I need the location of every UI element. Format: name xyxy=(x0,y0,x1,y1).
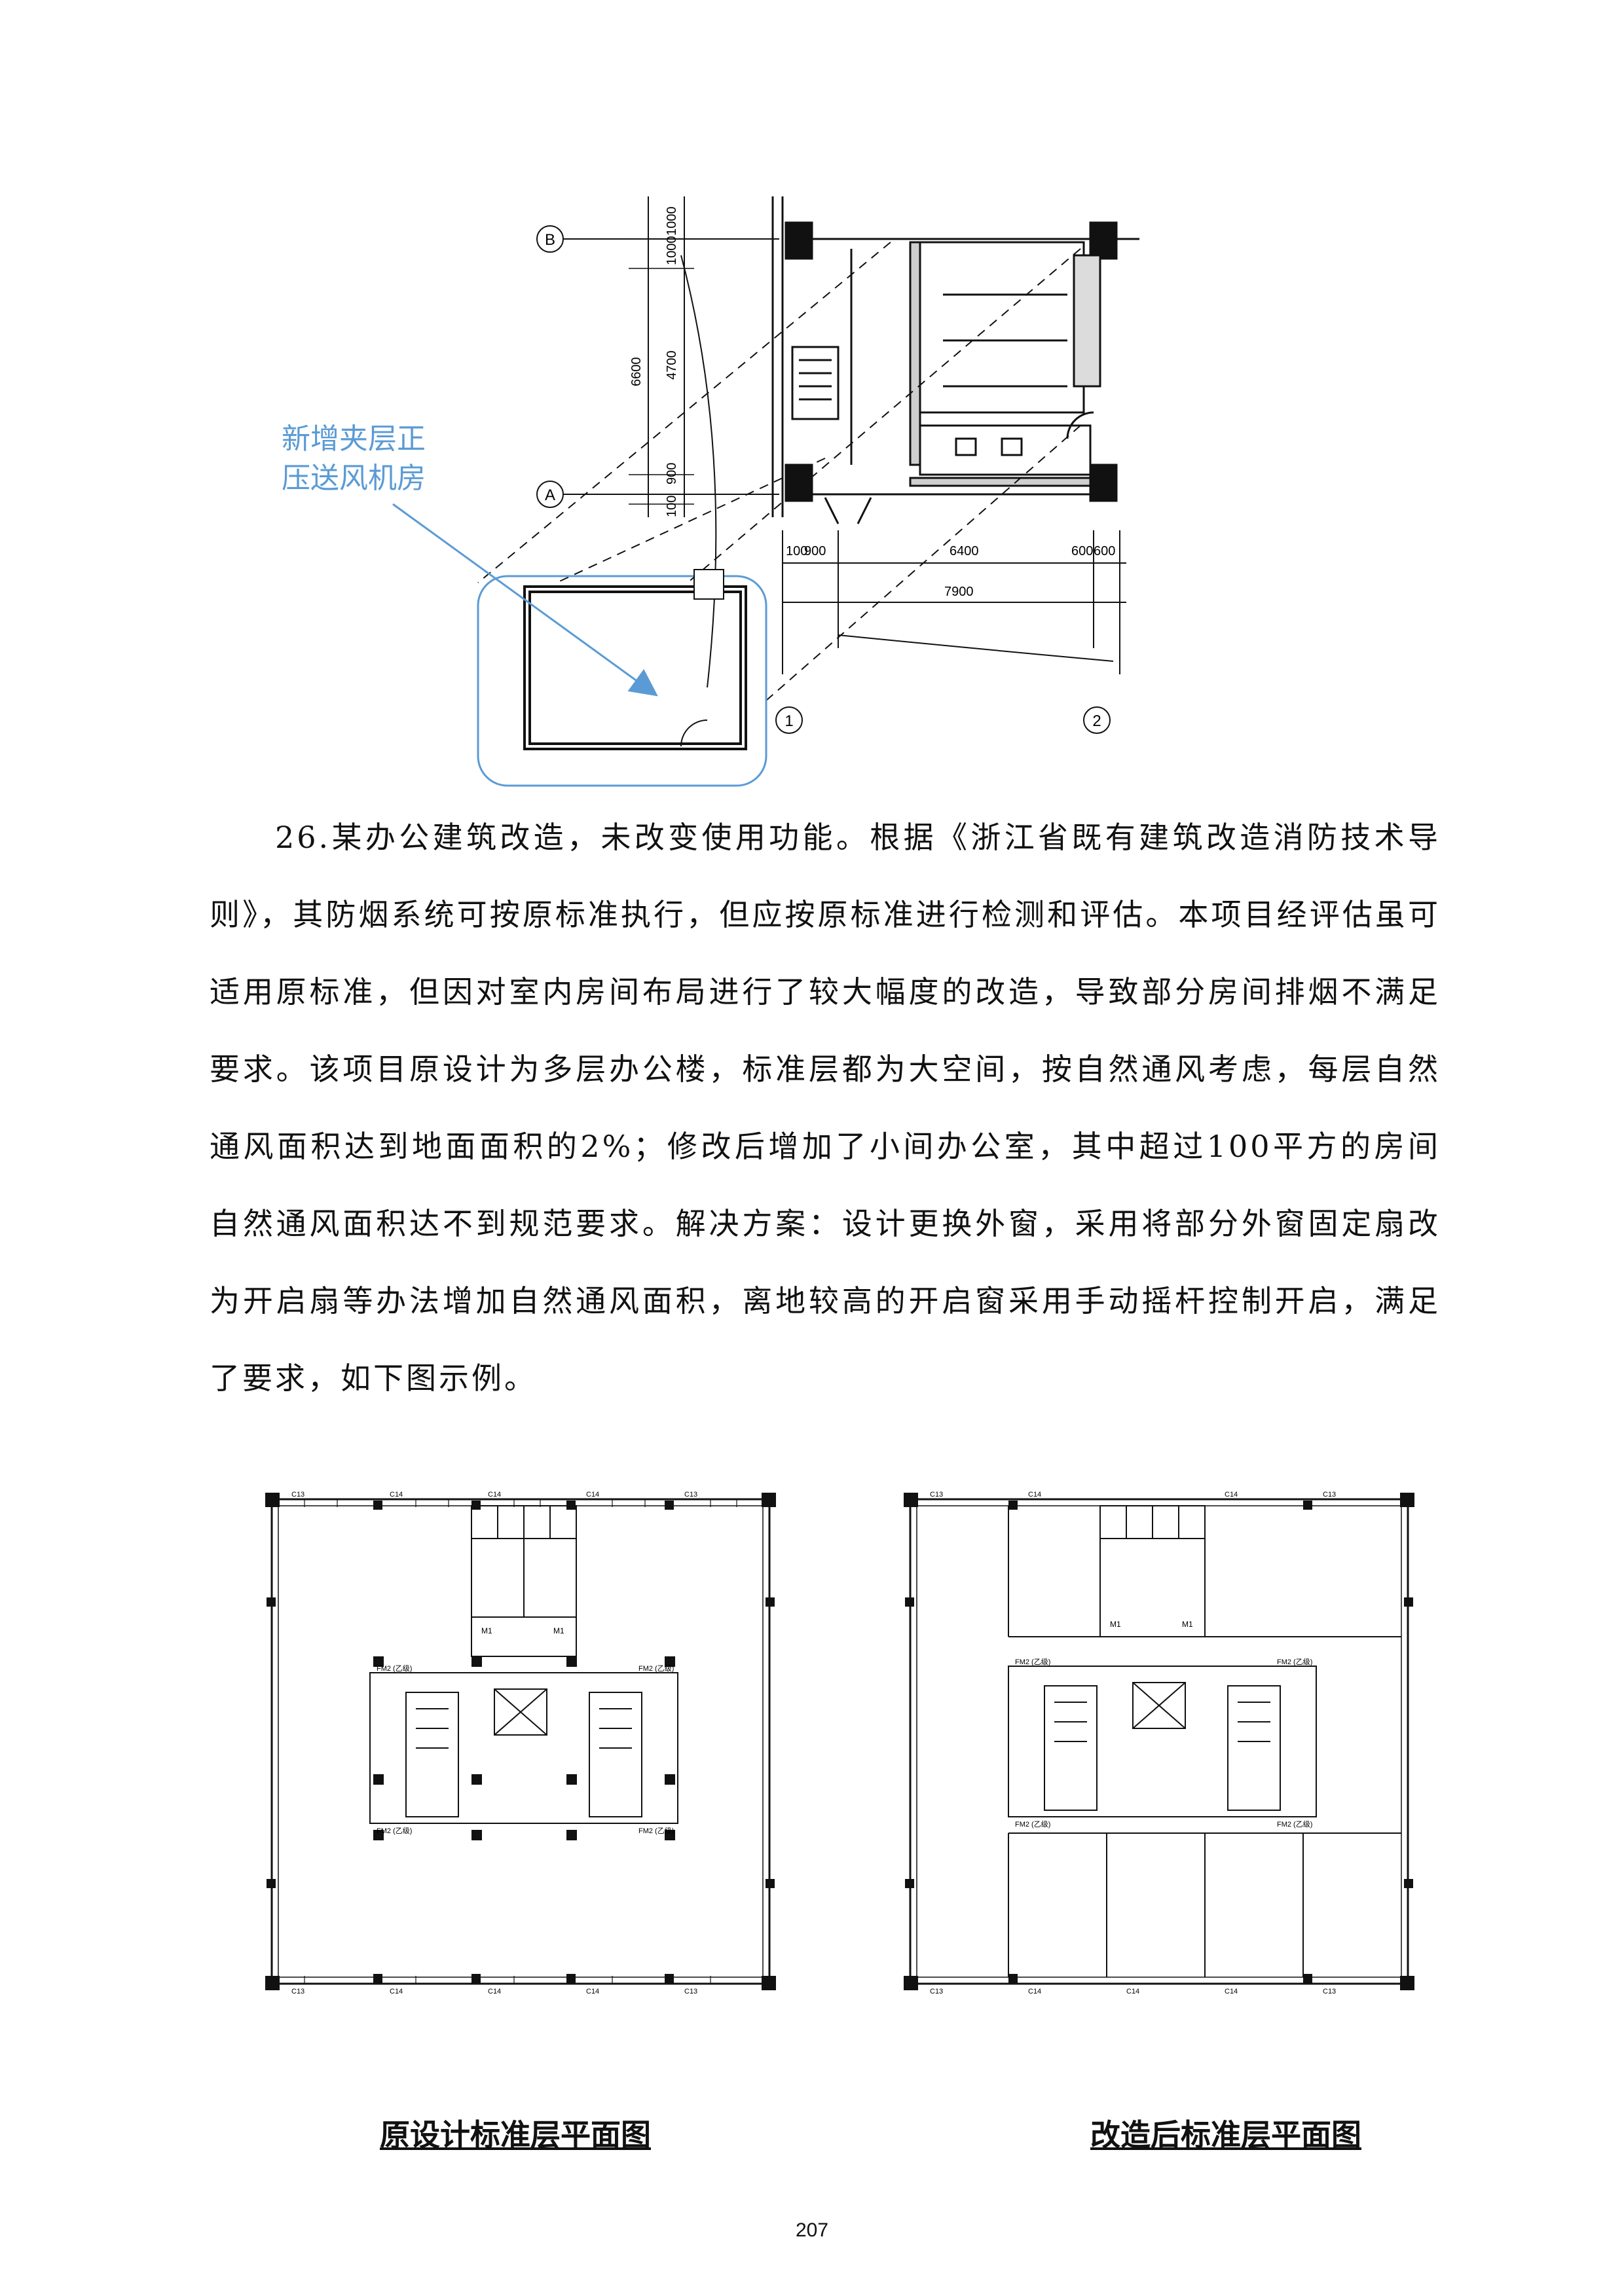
window-tag: C13 xyxy=(291,1491,304,1499)
axis-marker-1: 1 xyxy=(775,706,803,734)
svg-text:M1: M1 xyxy=(1110,1620,1121,1629)
svg-text:C14: C14 xyxy=(1028,1491,1041,1499)
dim-v-6: 100 xyxy=(665,496,679,517)
page-number: 207 xyxy=(795,2219,829,2241)
svg-text:600: 600 xyxy=(1094,544,1115,558)
annotation-line-1: 新增夹层正 xyxy=(282,423,426,455)
office-partitions xyxy=(1008,1505,1401,1977)
svg-text:C13: C13 xyxy=(1323,1491,1336,1499)
svg-text:M1: M1 xyxy=(481,1626,492,1635)
svg-text:FM2 (乙级): FM2 (乙级) xyxy=(1277,1820,1312,1829)
svg-text:C14: C14 xyxy=(1225,1988,1238,1995)
window-tag: C13 xyxy=(291,1988,304,1995)
svg-text:C14: C14 xyxy=(1225,1491,1238,1499)
modified-plan-drawing: C13 C14 C14 C13 C13 C14 C14 C14 C13 M1 M… xyxy=(904,1491,1414,1995)
stair-detail-drawing: B A 1000 1000 6600 4700 900 100 xyxy=(282,196,1139,787)
original-plan-drawing: C13 C14 C14 C14 C13 C13 C14 C14 C14 C13 … xyxy=(265,1491,776,1995)
dim-v-2: 1000 xyxy=(665,236,679,266)
svg-text:1: 1 xyxy=(784,712,793,730)
horizontal-dimensions: 100 900 6400 600 600 7900 xyxy=(782,530,1126,674)
svg-text:C14: C14 xyxy=(1126,1988,1139,1995)
axis-marker-a: A xyxy=(536,481,564,508)
window-tag: C13 xyxy=(684,1491,697,1499)
mezzanine-fan-room xyxy=(477,569,767,787)
body-paragraph: 26.某办公建筑改造，未改变使用功能。根据《浙江省既有建筑改造消防技术导则》，其… xyxy=(210,799,1441,1417)
building-plan xyxy=(771,196,1139,524)
svg-text:FM2 (乙级): FM2 (乙级) xyxy=(1015,1820,1050,1829)
dim-v-4: 4700 xyxy=(665,351,679,380)
window-tag: C14 xyxy=(488,1491,501,1499)
svg-text:M1: M1 xyxy=(553,1626,564,1635)
modified-floor-plan: C13 C14 C14 C13 C13 C14 C14 C14 C13 M1 M… xyxy=(904,1486,1421,1997)
svg-text:C13: C13 xyxy=(1323,1988,1336,1995)
paragraph-text: 26.某办公建筑改造，未改变使用功能。根据《浙江省既有建筑改造消防技术导则》，其… xyxy=(210,820,1441,1396)
dim-v-1: 1000 xyxy=(665,207,679,236)
svg-text:FM2 (乙级): FM2 (乙级) xyxy=(377,1664,412,1673)
svg-text:FM2 (乙级): FM2 (乙级) xyxy=(377,1827,412,1835)
svg-text:B: B xyxy=(545,231,555,249)
toilet-block xyxy=(471,1505,577,1657)
svg-text:6400: 6400 xyxy=(950,544,979,558)
core-block xyxy=(369,1672,678,1824)
window-tag: C14 xyxy=(586,1491,599,1499)
dim-v-3: 6600 xyxy=(629,357,644,387)
svg-text:7900: 7900 xyxy=(944,585,974,599)
svg-text:M1: M1 xyxy=(1182,1620,1193,1629)
svg-text:C13: C13 xyxy=(930,1988,943,1995)
window-tag: C14 xyxy=(488,1988,501,1995)
original-floor-plan: C13 C14 C14 C14 C13 C13 C14 C14 C14 C13 … xyxy=(265,1486,783,1997)
svg-text:FM2 (乙级): FM2 (乙级) xyxy=(1015,1658,1050,1666)
window-tag: C13 xyxy=(684,1988,697,1995)
svg-text:2: 2 xyxy=(1092,712,1101,730)
dim-v-5: 900 xyxy=(665,463,679,484)
annotation-line-2: 压送风机房 xyxy=(282,462,426,494)
caption-original-plan: 原设计标准层平面图 xyxy=(380,2117,651,2153)
svg-text:C14: C14 xyxy=(1028,1988,1041,1995)
svg-text:100: 100 xyxy=(786,544,807,558)
svg-text:FM2 (乙级): FM2 (乙级) xyxy=(1277,1658,1312,1666)
svg-text:FM2 (乙级): FM2 (乙级) xyxy=(638,1827,674,1835)
svg-text:A: A xyxy=(545,486,555,504)
svg-text:600: 600 xyxy=(1071,544,1093,558)
annotation-arrow xyxy=(392,503,658,697)
svg-text:FM2 (乙级): FM2 (乙级) xyxy=(638,1664,674,1673)
axis-marker-b: B xyxy=(536,225,564,253)
caption-modified-plan: 改造后标准层平面图 xyxy=(1090,2117,1361,2153)
window-tag: C14 xyxy=(390,1491,403,1499)
stair-detail-figure: B A 1000 1000 6600 4700 900 100 xyxy=(262,177,1192,799)
window-tag: C14 xyxy=(390,1988,403,1995)
svg-text:900: 900 xyxy=(804,544,826,558)
window-tag: C14 xyxy=(586,1988,599,1995)
svg-text:C13: C13 xyxy=(930,1491,943,1499)
axis-marker-2: 2 xyxy=(1083,706,1111,734)
